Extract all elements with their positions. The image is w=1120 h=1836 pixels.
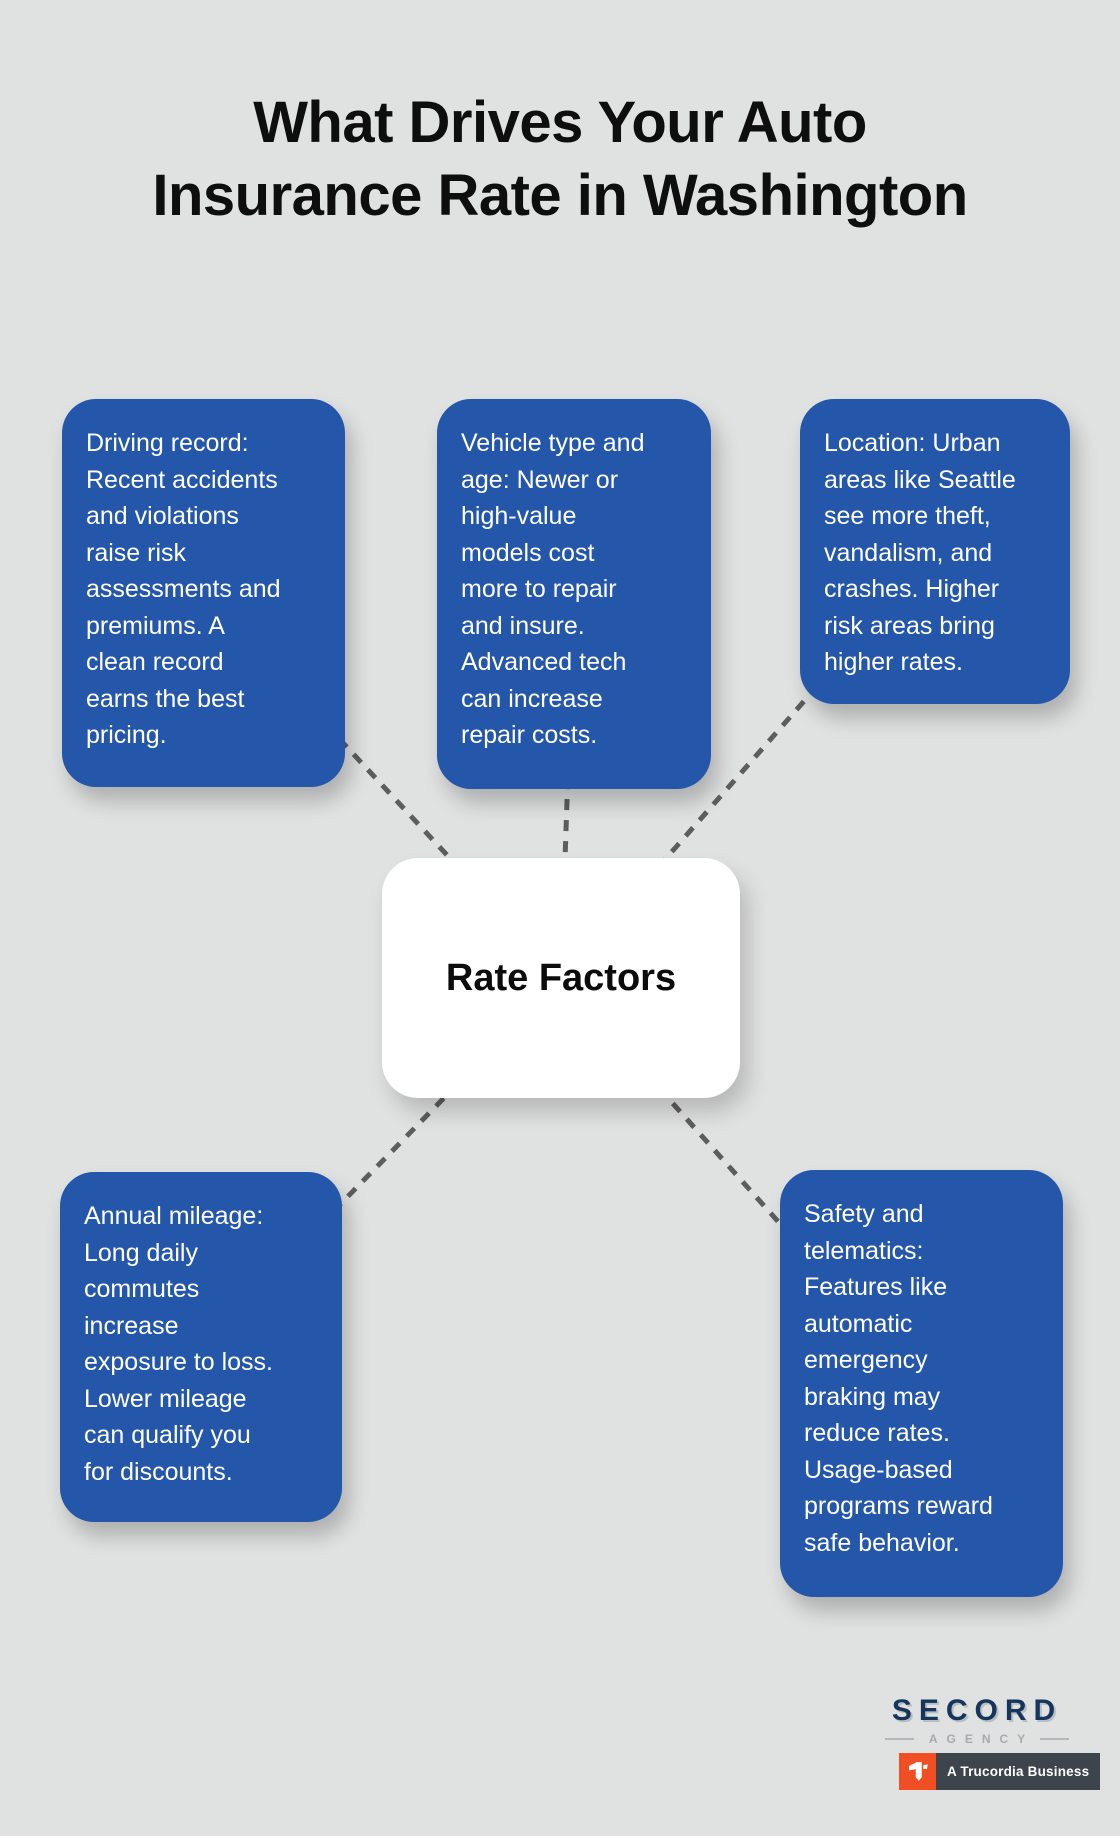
factor-card-location: Location: Urban areas like Seattle see m… (800, 399, 1070, 704)
trucordia-badge: A Trucordia Business (899, 1753, 1101, 1790)
agency-label: AGENCY (928, 1732, 1035, 1746)
agency-rule-right (1040, 1738, 1069, 1740)
factor-card-annual-mileage: Annual mileage: Long daily commutes incr… (60, 1172, 342, 1522)
agency-row: AGENCY (885, 1732, 1069, 1746)
page-title-line-2: Insurance Rate in Washington (152, 163, 968, 228)
page-title: What Drives Your Auto Insurance Rate in … (0, 86, 1120, 232)
rate-factors-card: Rate Factors (382, 858, 740, 1098)
brand-wordmark: SECORD (891, 1694, 1063, 1727)
factor-card-vehicle-type: Vehicle type and age: Newer or high-valu… (437, 399, 711, 789)
trucordia-icon (899, 1753, 936, 1790)
rate-factors-label: Rate Factors (445, 956, 677, 999)
factor-card-safety-telematics: Safety and telematics: Features like aut… (780, 1170, 1063, 1597)
trucordia-label: A Trucordia Business (936, 1753, 1101, 1790)
factor-card-driving-record: Driving record: Recent accidents and vio… (62, 399, 345, 787)
agency-logo: SECORD AGENCY A Trucordia Business (885, 1694, 1101, 1790)
agency-rule-left (885, 1738, 914, 1740)
page-title-line-1: What Drives Your Auto (253, 90, 867, 155)
